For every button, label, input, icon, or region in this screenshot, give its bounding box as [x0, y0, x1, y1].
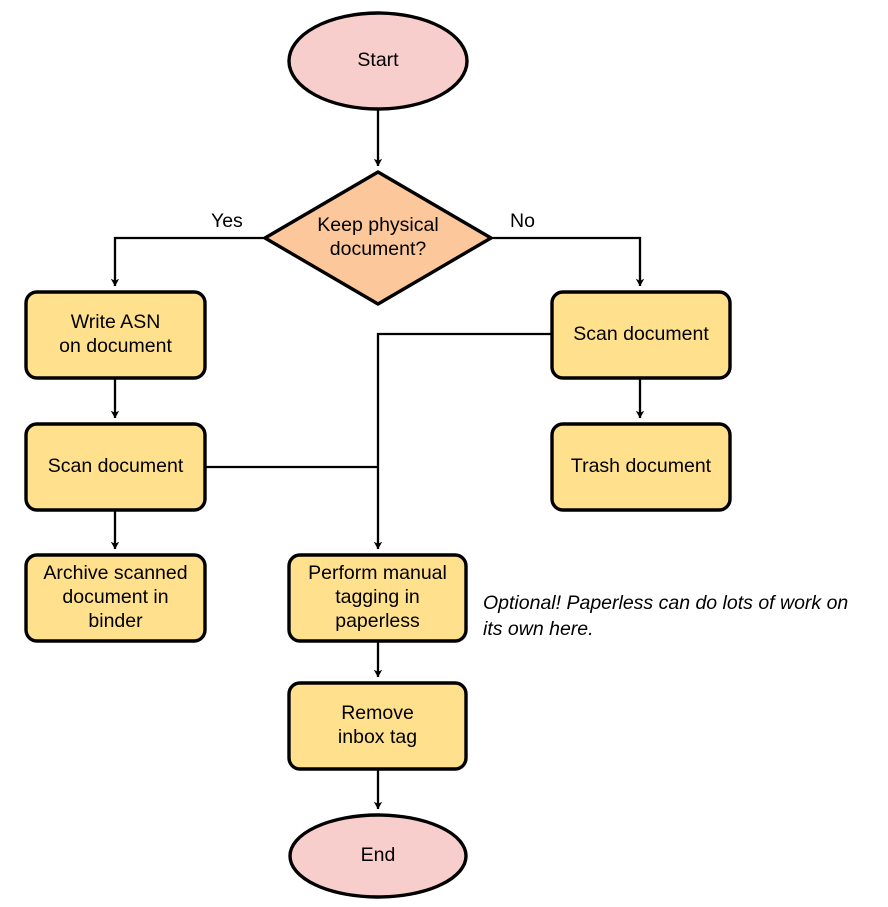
node-label: Start [357, 49, 399, 71]
process-rect[interactable] [24, 422, 207, 512]
node-label: Trash document [571, 455, 712, 477]
terminator-ellipse[interactable] [287, 11, 469, 111]
node-label: Scan document [48, 455, 184, 477]
process-rect[interactable] [287, 553, 468, 643]
node-start[interactable]: Start [287, 11, 469, 111]
process-rect[interactable] [24, 553, 207, 643]
edge-label-decision-no-to-scan-right: No [510, 210, 535, 232]
edge-path [491, 236, 645, 287]
edge-path [373, 332, 552, 550]
node-trash-document[interactable]: Trash document [550, 422, 732, 512]
node-scan-document-right[interactable]: Scan document [550, 290, 732, 380]
edge-scan-right-to-manual-tagging [373, 332, 552, 550]
process-rect[interactable] [550, 422, 732, 512]
node-end[interactable]: End [288, 813, 468, 899]
terminator-ellipse[interactable] [288, 813, 468, 899]
edge-decision-yes-to-write-asn: Yes [110, 210, 265, 287]
process-rect[interactable] [550, 290, 732, 380]
node-scan-document-left[interactable]: Scan document [24, 422, 207, 512]
annotations-layer: Optional! Paperless can do lots of work … [483, 592, 848, 640]
process-rect[interactable] [287, 681, 468, 771]
node-label: End [361, 844, 396, 866]
annotation-optional-note: Optional! Paperless can do lots of work … [483, 592, 848, 640]
edges-layer: Yes No [110, 109, 645, 810]
edge-decision-no-to-scan-right: No [491, 210, 645, 287]
node-label: Scan document [573, 323, 709, 345]
edge-label-decision-yes-to-write-asn: Yes [211, 210, 243, 232]
process-rect[interactable] [24, 290, 207, 380]
edge-path [110, 236, 265, 287]
decision-diamond[interactable] [263, 170, 493, 306]
